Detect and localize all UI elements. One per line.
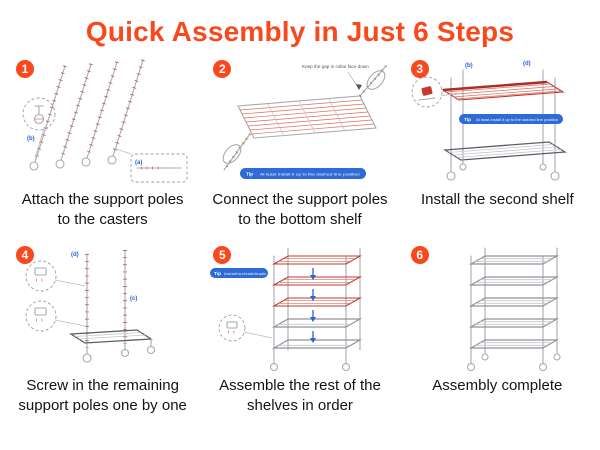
down-arrows — [309, 268, 316, 343]
page-title: Quick Assembly in Just 6 Steps — [85, 16, 515, 47]
step-4-illustration: (d) (c) — [13, 242, 193, 374]
tip-pill: Tip At least install it up to the dashed… — [239, 168, 366, 179]
step-1-caption: Attach the support poles to the casters — [21, 191, 184, 228]
step-6-caption: Assembly complete — [432, 377, 563, 394]
frame-poles — [470, 247, 558, 361]
step-2-number-badge: 2 — [213, 60, 232, 78]
step-3: 3 — [399, 54, 596, 240]
shelves-gray — [271, 318, 363, 349]
connector-detail-circle — [218, 314, 273, 342]
tip-text: At least install it up to the dashed lin… — [224, 272, 266, 276]
step-5-number-badge: 5 — [213, 246, 232, 264]
caster-wheels — [269, 359, 351, 372]
shelves — [469, 255, 560, 349]
tip-label: Tip — [246, 172, 253, 178]
part-label-c: (c) — [130, 296, 137, 302]
step-6-number-badge: 6 — [410, 246, 429, 264]
support-pole-right — [358, 65, 388, 97]
step-2-illustration: Keep the gap in collar face down Tip At … — [210, 56, 390, 188]
hand-right — [366, 70, 386, 90]
tip-text: At least install it up to the dashed lin… — [476, 118, 558, 122]
step-1: 1 — [4, 54, 201, 240]
step-6: 6 — [399, 240, 596, 426]
step-4: 4 (d) (c) — [4, 240, 201, 426]
step-5-caption: Assemble the rest of the shelves in orde… — [219, 377, 381, 414]
tip-text: At least install it up to the dashed lin… — [260, 172, 360, 176]
tip-label: Tip — [214, 271, 221, 277]
caster-wheels — [82, 338, 155, 363]
collar-detail-circle — [411, 76, 458, 108]
caster-detail-circle: (b) — [22, 97, 56, 159]
step-2-caption: Connect the support poles to the bottom … — [212, 191, 388, 228]
step-1-illustration: (b) (a) — [13, 56, 193, 188]
support-poles — [84, 249, 127, 349]
step-5: 5 — [201, 240, 398, 426]
tip-pill: Tip At least install it up to the dashed… — [209, 268, 268, 278]
hand-left — [222, 144, 242, 164]
tip-label: Tip — [464, 117, 471, 123]
frame-poles — [273, 247, 361, 361]
bottom-shelf — [443, 141, 568, 161]
collar-note-text: Keep the gap in collar face down — [302, 64, 369, 69]
shelves-red — [271, 255, 363, 307]
support-poles — [34, 59, 145, 157]
bottom-shelf — [68, 329, 153, 344]
tip-pill: Tip At least install it up to the dashed… — [459, 114, 564, 124]
second-shelf-red — [441, 80, 566, 101]
step-4-number-badge: 4 — [16, 246, 34, 264]
bottom-shelf-grid — [237, 95, 377, 139]
part-label-d: (d) — [523, 61, 531, 67]
step-1-number-badge: 1 — [16, 60, 34, 78]
caster-wheels — [446, 157, 560, 181]
step-3-number-badge: 3 — [410, 60, 429, 78]
steps-grid: 1 — [0, 48, 600, 426]
caster-wheels — [29, 149, 117, 171]
part-label-b: (b) — [465, 63, 473, 69]
part-label-a: (a) — [135, 160, 142, 166]
step-3-illustration: (b) (d) Tip At least install it up to th… — [407, 56, 587, 188]
step-6-illustration — [407, 242, 587, 374]
part-label-b: (b) — [27, 136, 35, 142]
connector-detail-circle-bottom — [25, 300, 85, 332]
step-4-caption: Screw in the remaining support poles one… — [18, 377, 187, 414]
caster-wheels — [467, 349, 561, 372]
collar-note: Keep the gap in collar face down — [302, 64, 369, 90]
support-pole-left — [222, 133, 252, 171]
step-5-illustration: Tip At least install it up to the dashed… — [209, 242, 390, 374]
connector-detail-circle-top — [25, 260, 85, 292]
part-label-d: (d) — [71, 252, 79, 258]
pole-end-detail-box: (a) — [112, 147, 188, 183]
step-2: 2 — [201, 54, 398, 240]
step-3-caption: Install the second shelf — [421, 191, 574, 208]
